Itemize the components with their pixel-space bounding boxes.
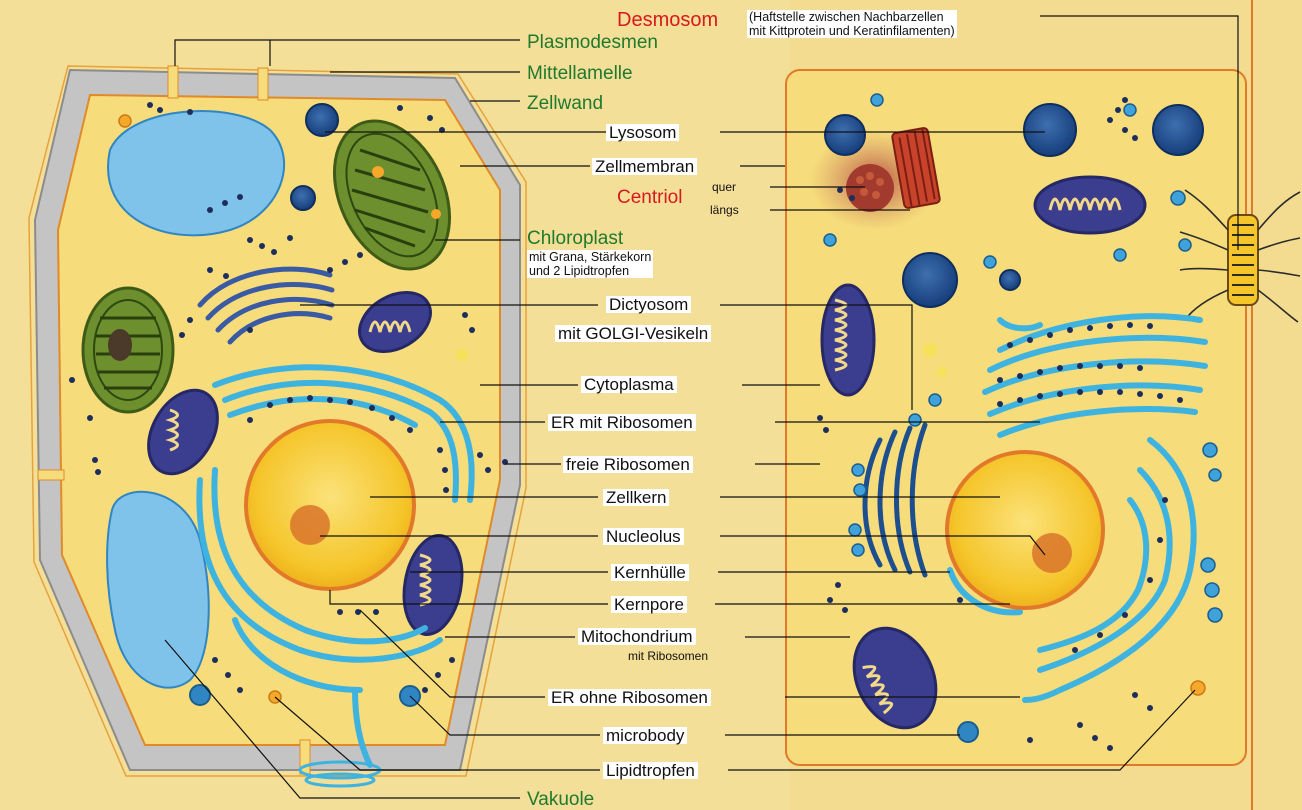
label-microbody: microbody	[603, 727, 687, 744]
label-laengs: längs	[710, 204, 739, 216]
label-chloroplast: Chloroplast	[527, 229, 623, 248]
label-zellmembran: Zellmembran	[592, 158, 697, 175]
label-er-mit-ribosomen: ER mit Ribosomen	[548, 414, 696, 431]
plasmodesma	[168, 66, 178, 98]
microbody	[958, 722, 978, 742]
label-centriol: Centriol	[617, 188, 682, 207]
label-golgi: mit GOLGI-Vesikeln	[555, 325, 711, 342]
lysosome	[291, 186, 315, 210]
lysosome	[1024, 104, 1076, 156]
lysosome	[1000, 270, 1020, 290]
label-cytoplasma: Cytoplasma	[581, 376, 677, 393]
lysosome	[903, 253, 957, 307]
lysosome	[825, 115, 865, 155]
nucleolus	[290, 505, 330, 545]
lysosome	[1153, 105, 1203, 155]
microbody	[190, 685, 210, 705]
mitochondrion	[822, 285, 874, 395]
nucleus	[246, 421, 414, 589]
label-mittellamelle: Mittellamelle	[527, 64, 633, 83]
lipid-droplet	[119, 115, 131, 127]
mitochondrion	[1035, 177, 1145, 233]
label-kernhuelle: Kernhülle	[611, 564, 689, 581]
plasmodesma	[258, 68, 268, 100]
plasmodesma	[38, 470, 64, 480]
label-nucleolus: Nucleolus	[603, 528, 684, 545]
label-mit-ribosomen: mit Ribosomen	[628, 650, 708, 662]
vacuole	[108, 111, 284, 235]
chloroplast	[83, 288, 173, 412]
note-desmosom: (Haftstelle zwischen Nachbarzellen mit K…	[747, 10, 957, 38]
label-kernpore: Kernpore	[611, 596, 687, 613]
label-lipidtropfen: Lipidtropfen	[603, 762, 698, 779]
label-quer: quer	[712, 181, 736, 193]
animal-cell	[786, 0, 1302, 810]
label-zellkern: Zellkern	[603, 489, 669, 506]
label-freie-ribosomen: freie Ribosomen	[563, 456, 693, 473]
nucleolus	[1032, 533, 1072, 573]
label-plasmodesmen: Plasmodesmen	[527, 33, 658, 52]
lipid-droplet	[923, 343, 937, 357]
plant-cell	[29, 66, 526, 786]
lysosome	[306, 104, 338, 136]
label-er-ohne-ribosomen: ER ohne Ribosomen	[548, 689, 711, 706]
note-chloroplast: mit Grana, Stärkekorn und 2 Lipidtropfen	[527, 250, 653, 278]
label-lysosom: Lysosom	[606, 124, 679, 141]
lipid-droplet	[937, 367, 947, 377]
label-zellwand: Zellwand	[527, 94, 603, 113]
label-vakuole: Vakuole	[527, 790, 594, 809]
label-mitochondrium: Mitochondrium	[578, 628, 696, 645]
label-dictyosom: Dictyosom	[606, 296, 691, 313]
label-desmosom: Desmosom	[617, 10, 718, 30]
nucleus	[947, 452, 1103, 608]
lipid-droplet	[456, 349, 468, 361]
